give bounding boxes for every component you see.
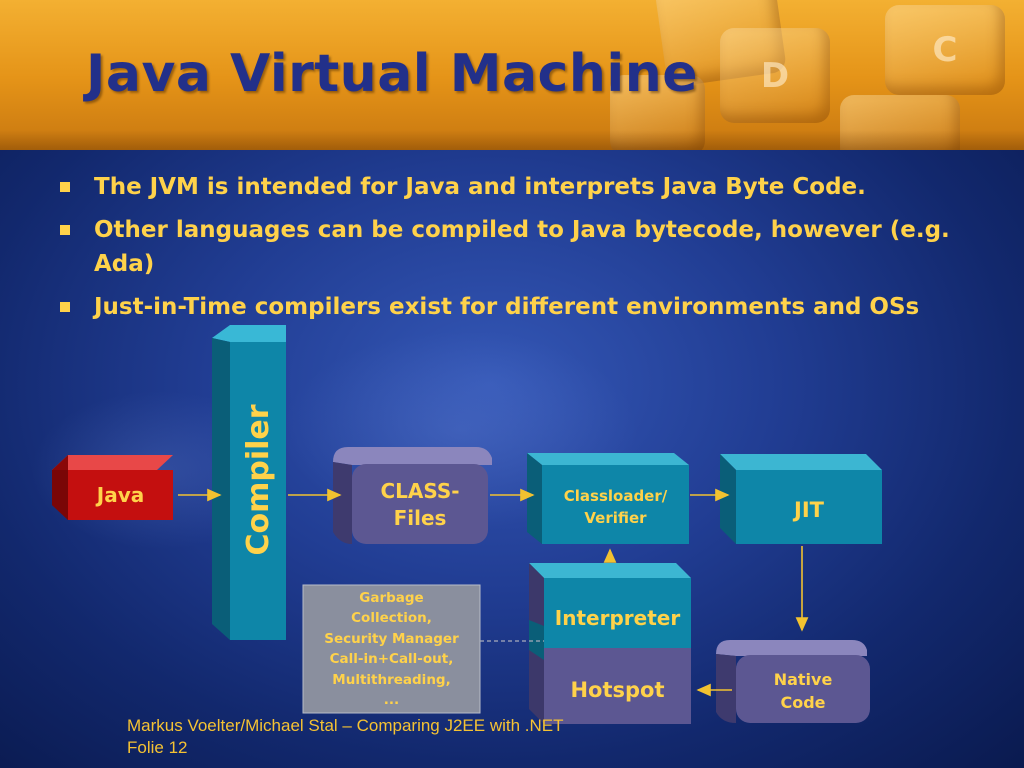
bullet-square-icon	[60, 225, 70, 235]
services-line-1: Garbage	[359, 589, 424, 606]
native-code-box	[716, 640, 870, 723]
java-label: Java	[96, 483, 145, 507]
page-title: Java Virtual Machine	[86, 44, 699, 104]
services-line-5: Multithreading,	[332, 671, 451, 688]
services-line-2: Collection,	[351, 610, 432, 626]
classloader-verifier-label: Classloader/ Verifier	[542, 476, 689, 538]
hotspot-label: Hotspot	[570, 678, 665, 702]
keyboard-key-d: D	[720, 28, 830, 123]
classloader-line2: Verifier	[584, 509, 647, 527]
services-label: Garbage Collection, Security Manager Cal…	[303, 588, 480, 710]
classloader-verifier-box	[527, 453, 689, 544]
keyboard-key-c: C	[885, 5, 1005, 95]
footer-authors: Markus Voelter/Michael Stal – Comparing …	[127, 716, 564, 735]
bullet-item: Other languages can be compiled to Java …	[58, 213, 978, 281]
services-box	[302, 584, 481, 714]
arrows	[178, 488, 809, 697]
header-band: D C Java Virtual Machine	[0, 0, 1024, 150]
jit-label: JIT	[794, 498, 824, 522]
class-files-label: CLASS- Files	[352, 470, 488, 540]
bullet-item: Just-in-Time compilers exist for differe…	[58, 290, 978, 324]
interpreter-label: Interpreter	[554, 606, 681, 630]
class-files-line1: CLASS-	[380, 479, 460, 503]
class-files-line2: Files	[393, 506, 447, 530]
services-line-4: Call-in+Call-out,	[329, 651, 454, 667]
interpreter-hotspot-stack	[529, 563, 691, 724]
bullet-item: The JVM is intended for Java and interpr…	[58, 170, 978, 204]
services-line-3: Security Manager	[324, 630, 459, 647]
native-line2: Code	[780, 693, 826, 712]
compiler-label: Compiler	[240, 404, 276, 556]
bullet-list: The JVM is intended for Java and interpr…	[58, 170, 978, 333]
bullet-square-icon	[60, 302, 70, 312]
native-line1: Native	[773, 670, 833, 689]
bullet-square-icon	[60, 182, 70, 192]
footer-slide-number: Folie 12	[127, 738, 188, 757]
compiler-column	[212, 325, 286, 640]
classloader-line1: Classloader/	[563, 487, 668, 505]
native-code-label: Native Code	[736, 664, 870, 718]
java-box	[52, 455, 173, 520]
class-files-box	[333, 447, 492, 544]
footer: Markus Voelter/Michael Stal – Comparing …	[127, 715, 564, 759]
services-line-6: ...	[383, 692, 400, 708]
